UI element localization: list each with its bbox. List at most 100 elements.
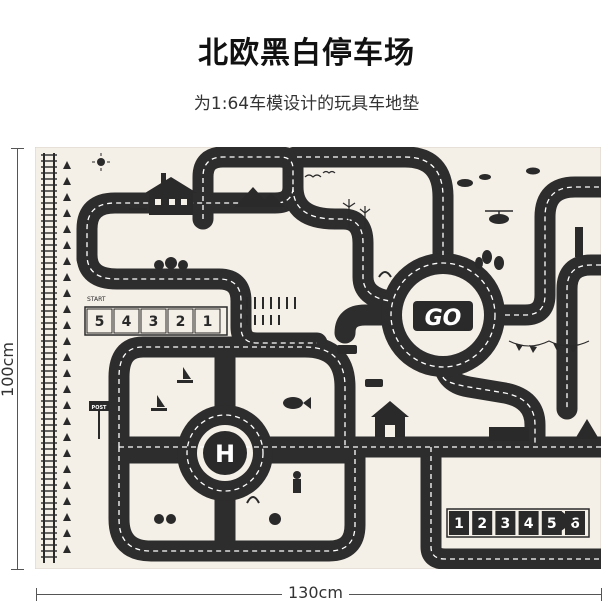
bottom-parking-slot-number: 3 <box>501 516 511 532</box>
pine-tree-icon <box>63 545 71 553</box>
bottom-parking-lot <box>446 508 590 538</box>
pine-tree-icon <box>63 513 71 521</box>
pine-tree-icon <box>63 241 71 249</box>
bottom-parking-slot <box>565 511 585 535</box>
road-roundabout-west <box>334 304 401 344</box>
pine-tree-icon <box>63 289 71 297</box>
pine-tree-icon <box>63 257 71 265</box>
left-parking-slot-number: 2 <box>176 314 186 330</box>
pine-tree-row <box>63 161 71 553</box>
bottom-parking-slot <box>449 511 469 535</box>
road-markings <box>86 156 601 560</box>
marking-top-loop <box>297 156 444 255</box>
marking-left-vertical <box>118 346 225 447</box>
marking-right-edge <box>566 264 601 409</box>
left-parking-slot <box>194 308 221 334</box>
bottom-parking-slot-number: 6 <box>570 516 580 532</box>
scuba-diver-icon <box>293 471 301 493</box>
pine-tree-icon <box>63 481 71 489</box>
helipad <box>203 431 247 475</box>
bottom-parking-slot-number: 4 <box>524 516 534 532</box>
mountain-icon <box>235 187 285 207</box>
bottom-parking-slot <box>541 511 562 535</box>
height-dimension-tick-top <box>11 148 24 149</box>
left-parking-slot-number: 5 <box>95 314 105 330</box>
barn <box>371 401 409 437</box>
marking-roundabout-south <box>442 376 536 447</box>
helicopter-icon <box>485 210 513 224</box>
bottom-parking-slot <box>472 511 493 535</box>
product-subtitle: 为1:64车模设计的玩具车地垫 <box>193 94 420 114</box>
height-dimension-label: 100cm <box>0 336 17 403</box>
marking-go-roundabout <box>390 262 496 368</box>
pine-tree-icon <box>63 193 71 201</box>
width-dimension-label: 130cm <box>282 583 349 602</box>
bird-icons <box>304 170 392 278</box>
product-title: 北欧黑白停车场 <box>198 36 415 71</box>
width-dimension-tick-left <box>36 588 37 601</box>
cow-icons <box>337 345 383 387</box>
windmill-icons <box>342 199 371 229</box>
left-parking-slot <box>140 308 167 334</box>
bottom-parking-slot-number: 1 <box>454 516 464 532</box>
tree-cluster-left <box>154 257 188 270</box>
pine-tree-icon <box>63 529 71 537</box>
height-dimension-line <box>17 148 18 570</box>
bottom-parking-slot <box>495 511 516 535</box>
marking-helipad-roundabout <box>186 414 264 492</box>
pine-tree-icon <box>63 209 71 217</box>
marking-oval-inner-ring <box>225 346 346 447</box>
bunting-flags <box>508 340 590 353</box>
left-parking-lot: START <box>84 296 228 336</box>
marking-bottom-left-loop <box>118 447 356 552</box>
pine-tree-icon <box>63 337 71 345</box>
marking-right-loop <box>505 186 601 316</box>
pine-tree-icon <box>63 273 71 281</box>
pine-tree-icon <box>63 305 71 313</box>
pine-tree-icon <box>63 369 71 377</box>
sailboat-icons <box>151 367 193 411</box>
hot-air-balloon-icons <box>475 250 504 270</box>
pine-tree-icon <box>63 353 71 361</box>
bottom-parking-slot-number: 2 <box>477 516 487 532</box>
pine-tree-icon <box>63 161 71 169</box>
fish-icon <box>283 397 311 409</box>
marking-parking-loop <box>430 447 601 560</box>
left-parking-slot <box>167 308 194 334</box>
go-sign <box>413 301 473 331</box>
bottom-parking-slot <box>518 511 539 535</box>
pine-tree-icon <box>63 177 71 185</box>
farmhouse <box>129 173 197 215</box>
pine-tree-icon <box>63 417 71 425</box>
start-label: START <box>87 296 106 303</box>
left-parking-slot-number: 3 <box>149 314 159 330</box>
cloud-icons <box>457 167 540 187</box>
pine-tree-icon <box>63 385 71 393</box>
pine-tree-icon <box>63 401 71 409</box>
pine-tree-icon <box>63 433 71 441</box>
left-parking-slot-number: 1 <box>203 314 213 330</box>
tent-icon <box>575 419 599 439</box>
left-parking-slot-number: 4 <box>122 314 132 330</box>
sun-icon <box>92 153 110 171</box>
pine-tree-icon <box>63 321 71 329</box>
width-dimension-tick-right <box>601 588 602 601</box>
railway-ties <box>41 154 57 558</box>
post-office-sign: POST <box>89 401 109 439</box>
go-label: GO <box>425 306 462 331</box>
left-parking-slot <box>86 308 113 334</box>
height-dimension-tick-bottom <box>11 569 24 570</box>
pine-tree-icon <box>63 465 71 473</box>
pine-tree-icon <box>63 225 71 233</box>
post-label: POST <box>92 405 108 411</box>
marking-top-left-loop <box>86 156 317 344</box>
crop-rows <box>246 297 296 325</box>
pine-tree-icon <box>63 449 71 457</box>
left-parking-slots: 5 4 3 2 1 <box>86 308 221 334</box>
palm-and-fields-bottom <box>154 496 281 525</box>
right-building-icons <box>489 227 583 531</box>
marking-middle-link <box>292 186 391 302</box>
helipad-label: H <box>215 440 235 468</box>
